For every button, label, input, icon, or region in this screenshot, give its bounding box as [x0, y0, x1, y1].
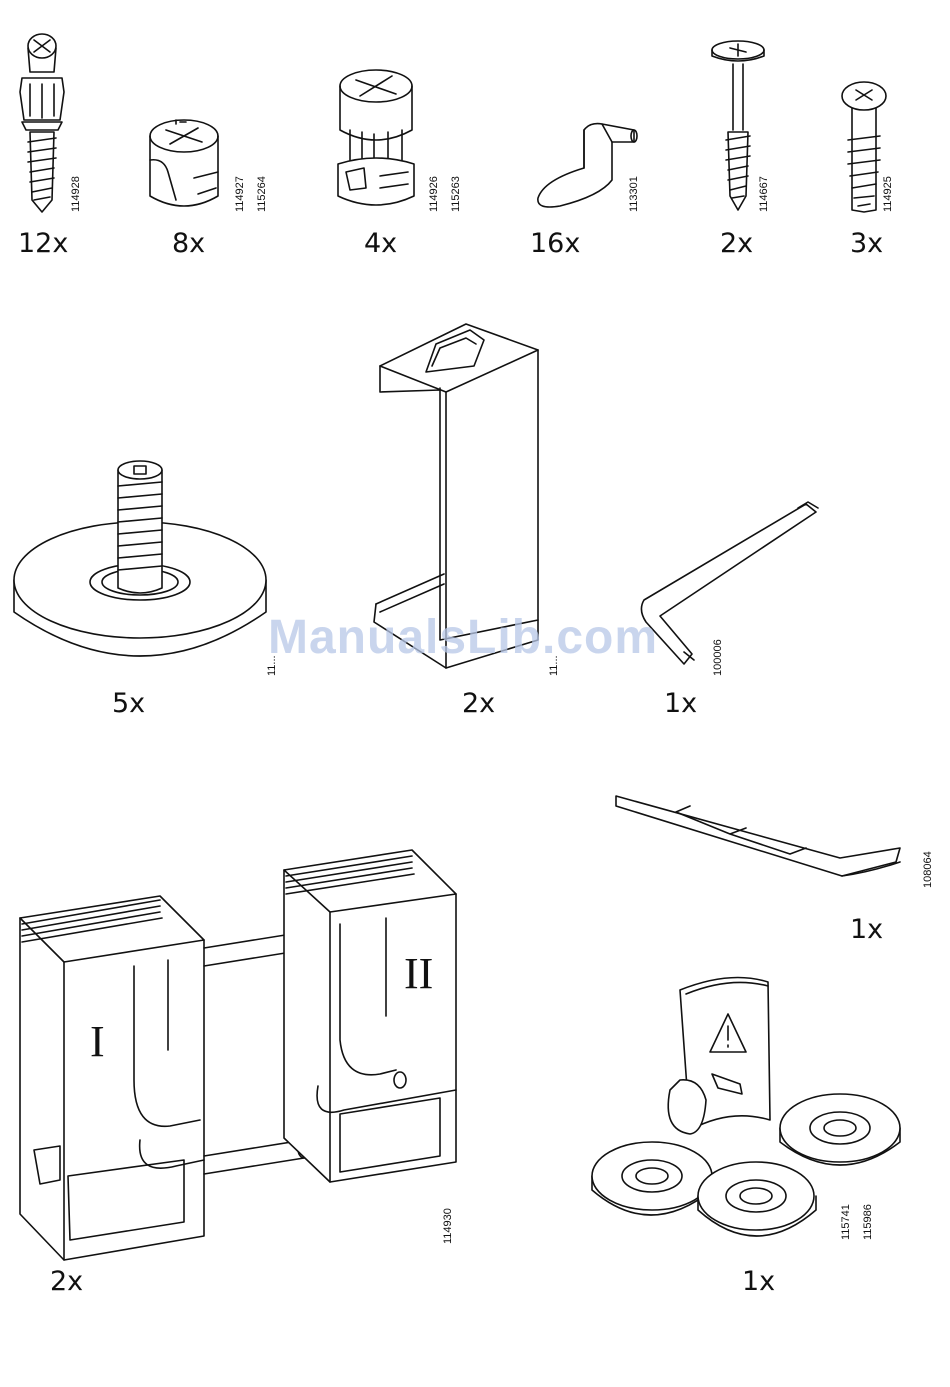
- part-quantity: 8x: [172, 228, 205, 259]
- article-number: 114928: [70, 176, 82, 212]
- long-screw-icon: [712, 41, 764, 210]
- article-number: 114926: [428, 176, 440, 212]
- part-quantity: 2x: [50, 1266, 83, 1297]
- article-number: 115264: [256, 176, 268, 212]
- allen-key-icon: [641, 502, 818, 664]
- watermark: ManualsLib.com: [268, 610, 658, 665]
- article-number: 114927: [234, 176, 246, 212]
- part-quantity: 4x: [364, 228, 397, 259]
- part-quantity: 1x: [742, 1266, 775, 1297]
- cam-bolt-icon: [20, 34, 64, 212]
- part-quantity: 1x: [850, 914, 883, 945]
- bracket-label-ii: II: [404, 948, 433, 999]
- tape-strip-icon: [616, 796, 900, 876]
- part-quantity: 2x: [720, 228, 753, 259]
- bracket-label-i: I: [90, 1016, 105, 1067]
- part-quantity: 12x: [18, 228, 68, 259]
- warning-leaflet-icon: [668, 978, 770, 1135]
- part-quantity: 3x: [850, 228, 883, 259]
- article-number: 114667: [758, 176, 770, 212]
- part-quantity: 16x: [530, 228, 580, 259]
- part-quantity: 2x: [462, 688, 495, 719]
- article-number: 115741: [840, 1204, 852, 1240]
- article-number: 115263: [450, 176, 462, 212]
- part-quantity: 5x: [112, 688, 145, 719]
- short-screw-icon: [842, 82, 886, 212]
- connector-bracket-pair-icon: [20, 850, 456, 1260]
- article-number: 100006: [712, 639, 724, 676]
- article-number: 114930: [442, 1208, 454, 1244]
- article-number: 114925: [882, 176, 894, 212]
- article-number: 115986: [862, 1204, 874, 1240]
- cam-lock-nut-icon: [150, 120, 218, 206]
- leveling-foot-icon: [14, 461, 266, 656]
- cam-connector-icon: [338, 70, 414, 205]
- article-number: 113301: [628, 176, 640, 212]
- shelf-support-pin-icon: [538, 124, 637, 207]
- part-quantity: 1x: [664, 688, 697, 719]
- article-number: 108064: [922, 851, 934, 888]
